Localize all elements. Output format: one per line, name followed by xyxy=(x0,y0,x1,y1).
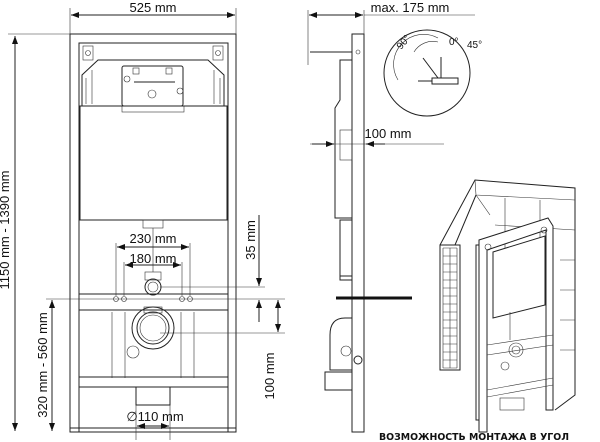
bolt-spacing-230: 230 mm xyxy=(130,231,177,246)
front-view: 525 mm 1150 mm - 1390 mm 230 mm 180 mm 3… xyxy=(0,0,285,440)
corner-mounting-illustration: ВОЗМОЖНОСТЬ МОНТАЖА В УГОЛ xyxy=(379,179,576,442)
width-label: 525 mm xyxy=(130,0,177,15)
bolt-spacing-180: 180 mm xyxy=(130,251,177,266)
outlet-diameter-label: ∅110 mm xyxy=(126,409,183,424)
thickness-label: 100 mm xyxy=(365,126,412,141)
angle-0-label: 0° xyxy=(449,37,459,48)
angle-45-label: 45° xyxy=(467,40,482,51)
outlet-height-label: 320 mm - 560 mm xyxy=(35,312,50,417)
side-view: max. 175 mm 100 mm 90° 0° 45° xyxy=(307,0,482,433)
outlet-offset-label: 100 mm xyxy=(262,353,277,400)
depth-label: max. 175 mm xyxy=(371,0,450,15)
corner-caption: ВОЗМОЖНОСТЬ МОНТАЖА В УГОЛ xyxy=(379,432,569,442)
height-label: 1150 mm - 1390 mm xyxy=(0,171,12,290)
brick-grid xyxy=(442,247,458,369)
flush-offset-label: 35 mm xyxy=(243,220,258,260)
